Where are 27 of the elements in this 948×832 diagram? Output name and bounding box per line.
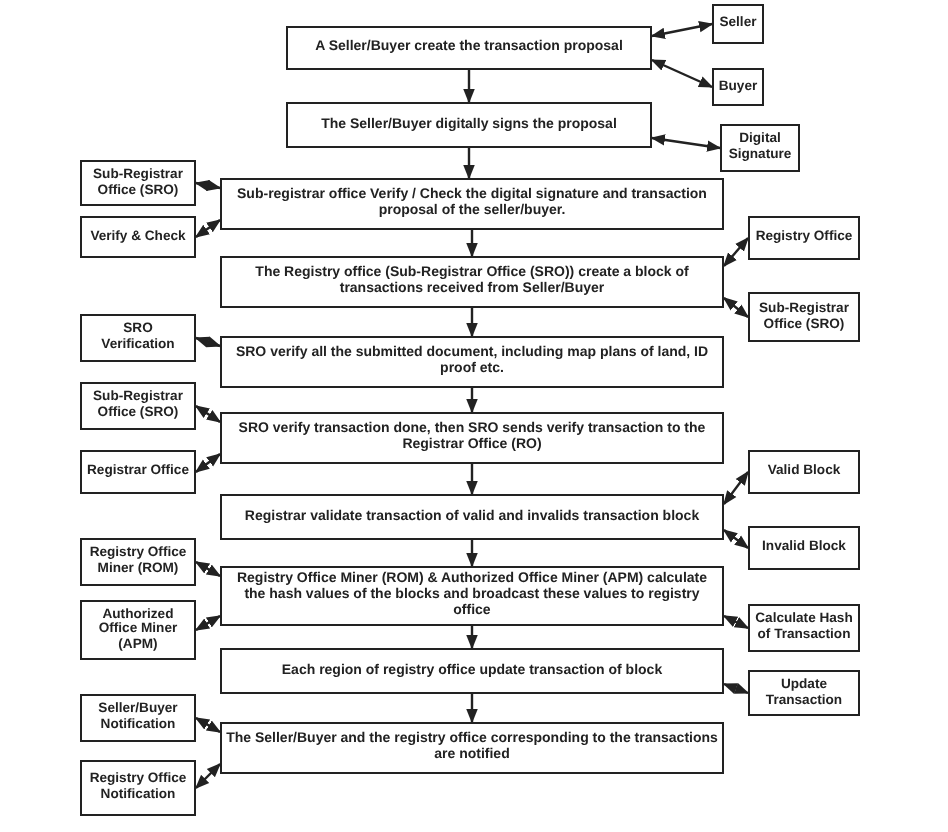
arrow	[723, 236, 749, 268]
arrow	[466, 626, 478, 650]
arrow	[194, 219, 222, 238]
arrow	[650, 134, 722, 152]
arrow	[722, 614, 750, 630]
arrow	[466, 308, 478, 338]
arrow	[194, 614, 222, 632]
arrow	[722, 682, 750, 695]
arrow	[463, 70, 475, 104]
arrow	[194, 453, 222, 473]
arrow	[195, 763, 221, 789]
arrow	[466, 694, 478, 724]
arrow	[194, 560, 222, 578]
arrow	[466, 540, 478, 568]
arrow	[650, 58, 714, 89]
arrow	[650, 20, 714, 40]
arrow	[194, 179, 222, 192]
arrow	[194, 405, 222, 423]
arrow	[722, 529, 750, 549]
arrow	[466, 388, 478, 414]
arrow	[466, 230, 478, 258]
arrow	[463, 148, 475, 180]
arrow	[723, 470, 749, 506]
arrow	[722, 297, 750, 318]
arrow	[194, 716, 222, 734]
arrow	[194, 336, 222, 348]
arrow	[466, 464, 478, 496]
